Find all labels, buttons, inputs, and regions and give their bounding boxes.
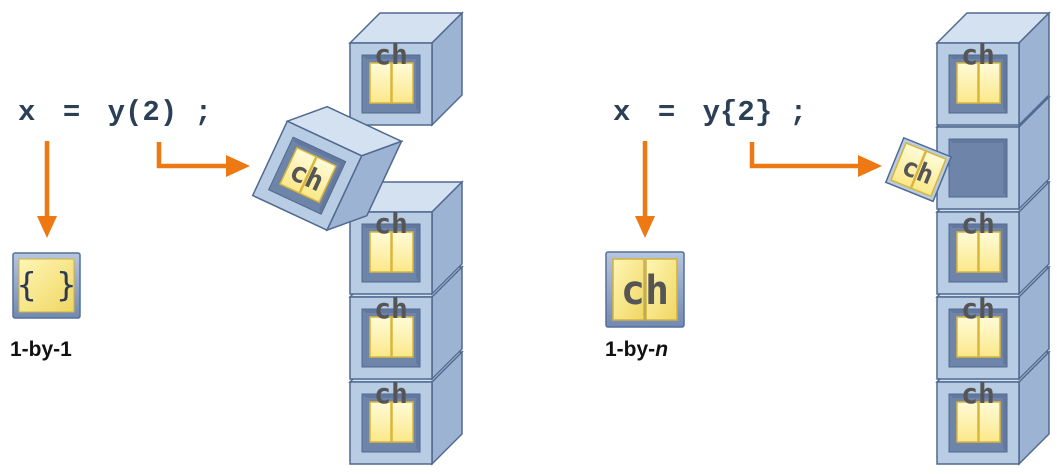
- char-array-icon: ch: [605, 251, 685, 328]
- right-ch-labels: ch ch ch ch: [961, 38, 995, 410]
- cell-icon: { }: [12, 252, 81, 319]
- left-code-line: x = y(2) ;: [18, 96, 212, 129]
- right-panel: x = y{2} ; ch 1-by-n: [605, 12, 1050, 465]
- svg-text:ch: ch: [374, 292, 408, 325]
- svg-text:ch: ch: [961, 207, 995, 240]
- right-elbow-arrow: [749, 142, 882, 177]
- left-elbow-arrow: [156, 142, 250, 177]
- svg-text:ch: ch: [374, 207, 408, 240]
- right-down-arrow: [635, 141, 655, 238]
- right-size-label: 1-by-n: [605, 338, 668, 361]
- svg-text:ch: ch: [374, 377, 408, 410]
- extracted-char-array: ch: [884, 136, 953, 203]
- char-icon-text: ch: [621, 268, 669, 314]
- svg-text:ch: ch: [374, 38, 408, 71]
- right-code-line: x = y{2} ;: [613, 96, 807, 129]
- svg-text:ch: ch: [961, 38, 995, 71]
- left-cell-stack: [251, 12, 463, 465]
- left-down-arrow: [37, 141, 57, 238]
- left-panel: x = y(2) ; { } 1-by-1: [10, 12, 463, 465]
- svg-text:ch: ch: [961, 377, 995, 410]
- svg-text:ch: ch: [961, 292, 995, 325]
- brace-icon: { }: [17, 265, 77, 304]
- left-size-label: 1-by-1: [10, 338, 72, 361]
